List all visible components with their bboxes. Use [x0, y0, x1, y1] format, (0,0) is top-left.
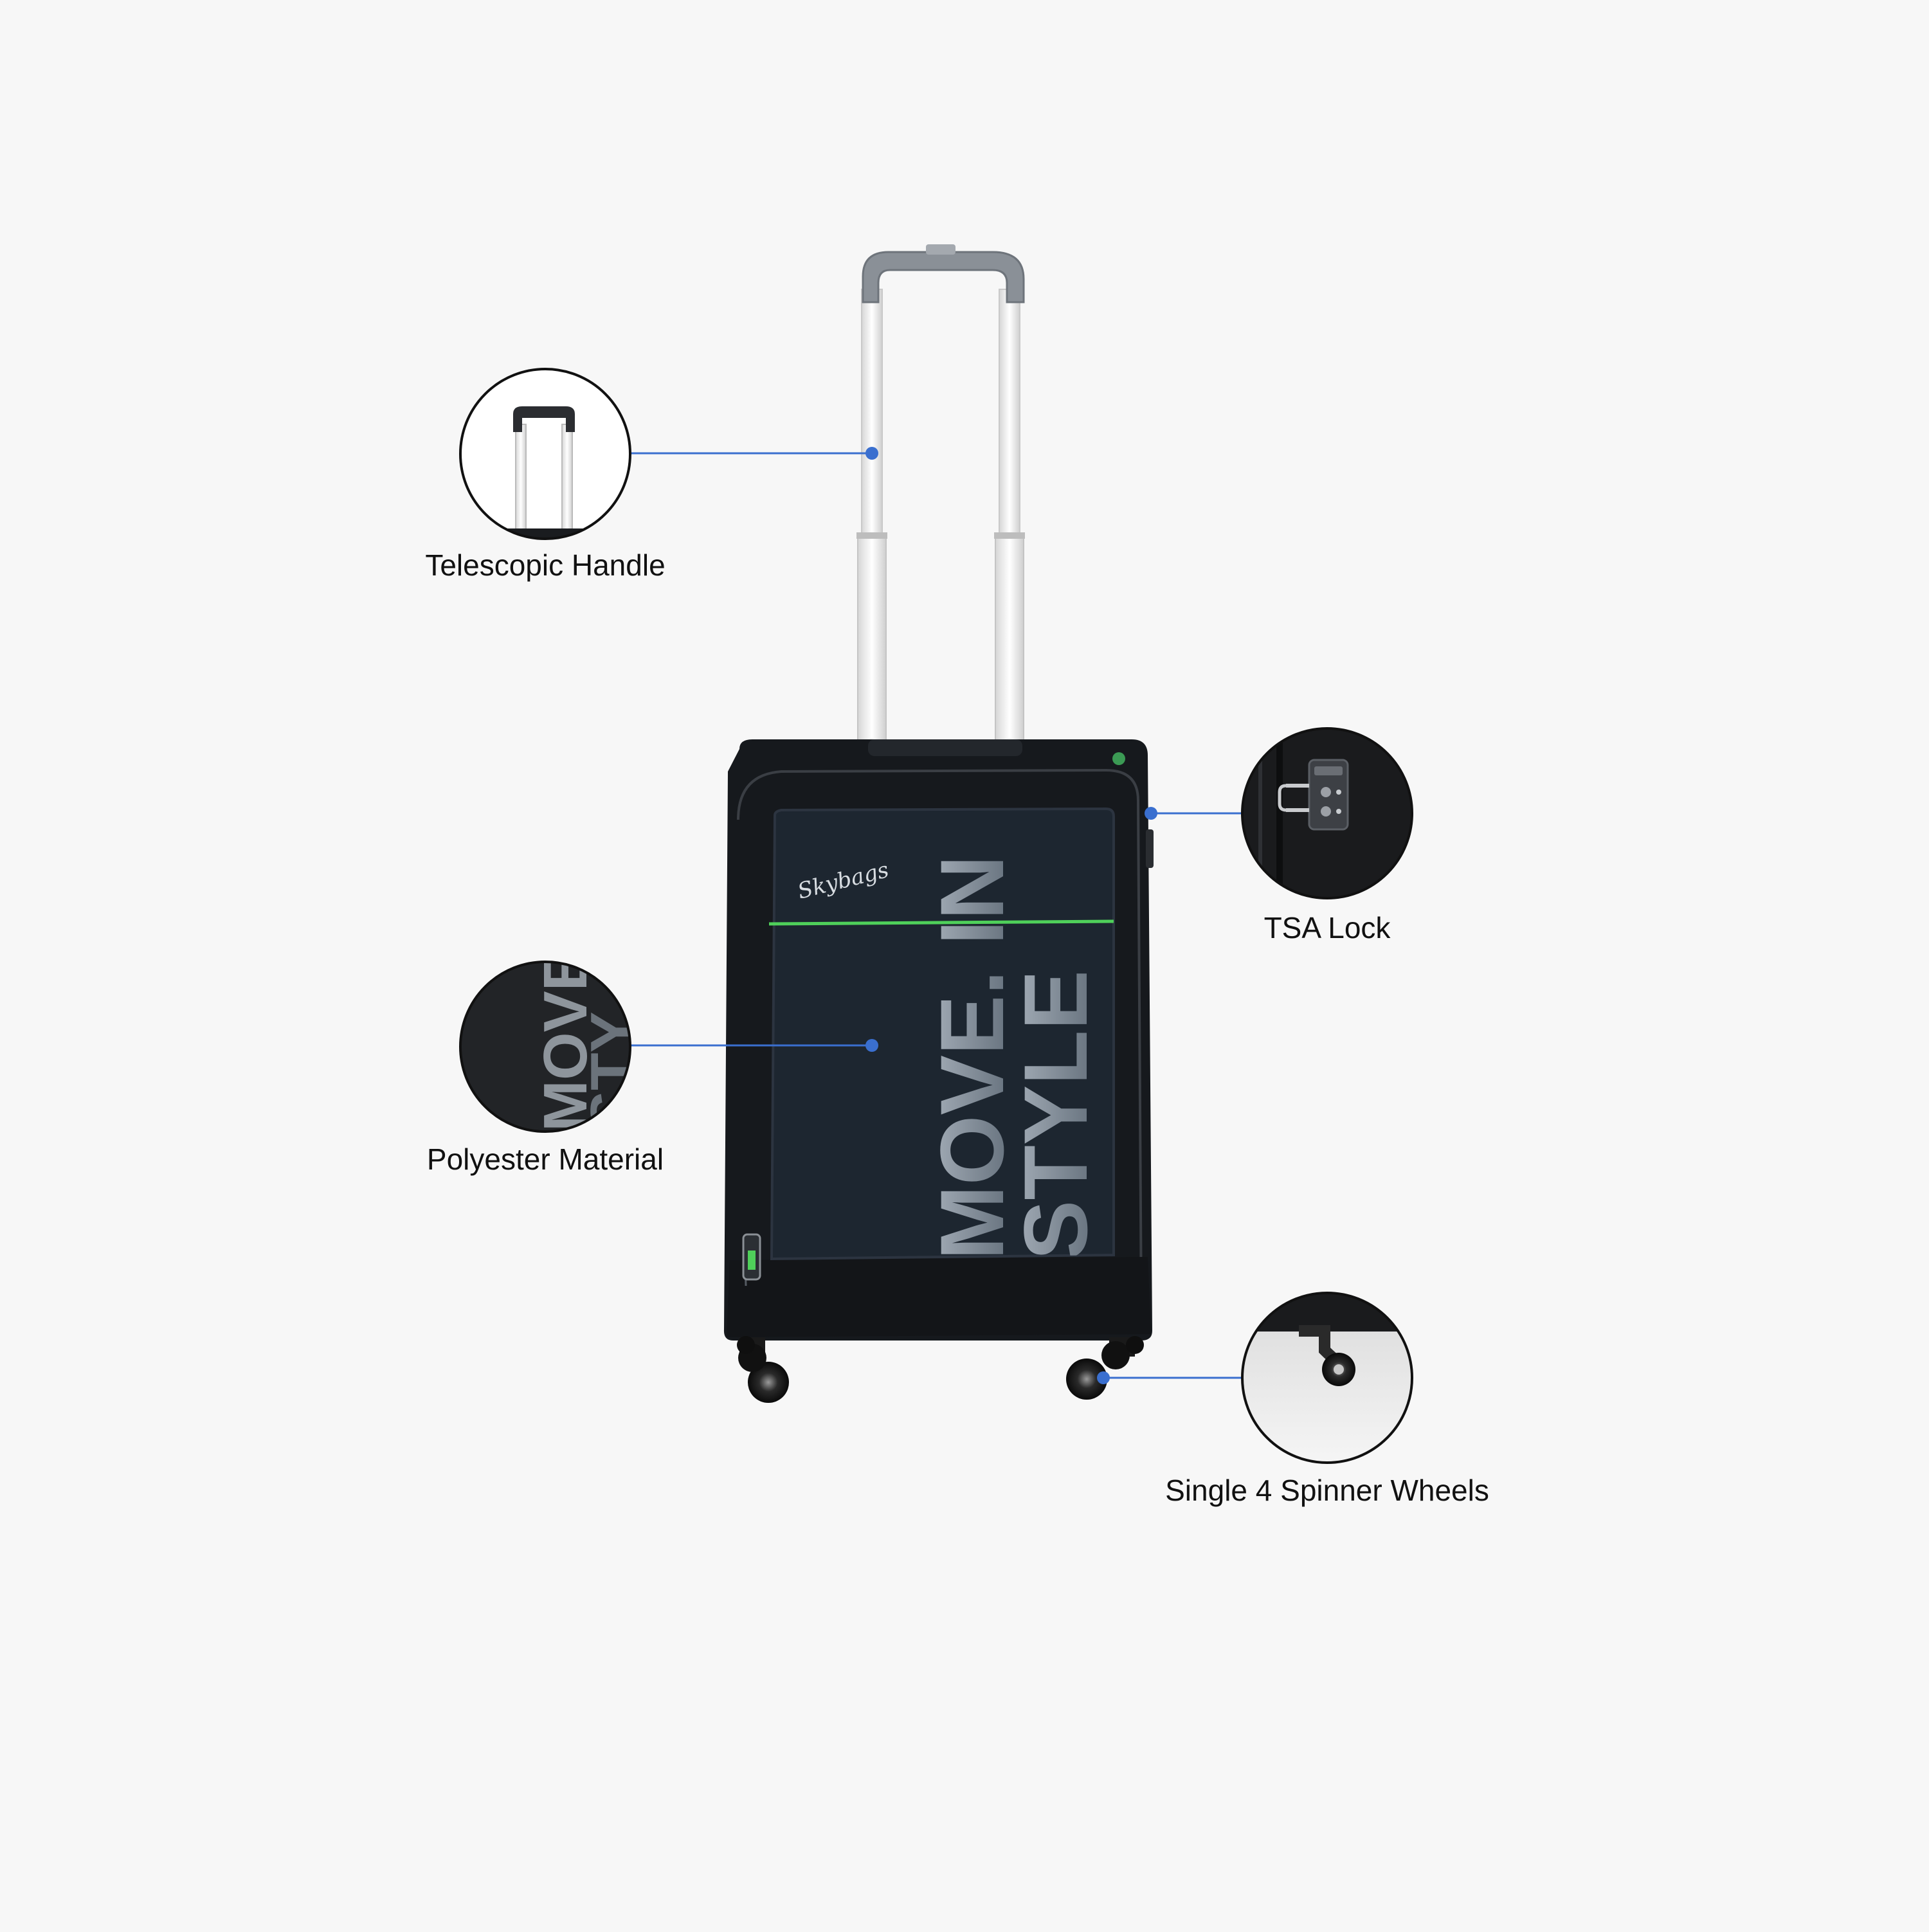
spinner-wheels-label: Single 4 Spinner Wheels: [1165, 1474, 1489, 1507]
leader-dot-lock: [1145, 807, 1157, 820]
leader-dot-handle: [865, 447, 878, 460]
leader-lines: [630, 447, 1242, 1384]
spinner-wheel-icon: [1241, 1292, 1413, 1464]
suitcase: Skybags MOVE. IN STYLE: [723, 244, 1154, 1403]
green-trim: [768, 919, 1114, 926]
print-text-top: MOVE. IN: [921, 855, 1022, 1260]
print-text-bottom: STYLE: [1005, 970, 1106, 1260]
leader-dot-wheels: [1097, 1371, 1110, 1384]
leader-dot-material: [865, 1039, 878, 1052]
typographic-print: MOVE. IN STYLE: [921, 855, 1106, 1260]
trolley-handle: [856, 244, 1025, 753]
telescopic-handle-icon: [459, 368, 631, 540]
telescopic-handle-label: Telescopic Handle: [425, 548, 666, 582]
svg-text:STY: STY: [578, 1011, 647, 1132]
tsa-lock-icon: [1241, 727, 1413, 899]
polyester-material-icon: MOVE STY: [459, 950, 647, 1133]
spinner-wheels: [737, 1336, 1144, 1403]
zipper-pull: [742, 1233, 761, 1281]
polyester-material-label: Polyester Material: [426, 1142, 664, 1176]
svg-text:MOVE: MOVE: [531, 950, 600, 1132]
tsa-lock-label: TSA Lock: [1263, 911, 1391, 944]
